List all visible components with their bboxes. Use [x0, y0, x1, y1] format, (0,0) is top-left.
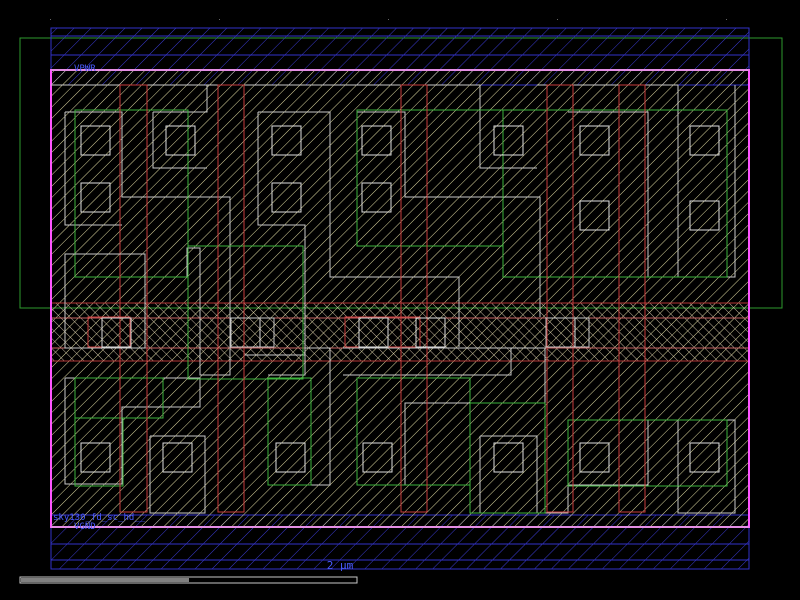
rail-ticks	[51, 69, 749, 528]
scale-bar-label: 2 µm	[326, 559, 354, 572]
diffusion	[74, 109, 728, 514]
vpwr-label: VPWR	[74, 64, 96, 74]
vgnd-label: VGND	[74, 522, 96, 532]
poly-gates	[87, 84, 646, 513]
scale-bar	[19, 576, 358, 584]
cell-body	[51, 70, 749, 527]
cell-name-label: sky130_fd_sc_hd__	[53, 513, 146, 523]
pin-boxes	[64, 253, 590, 349]
poly-band	[50, 302, 750, 362]
grid-dots	[50, 19, 727, 20]
